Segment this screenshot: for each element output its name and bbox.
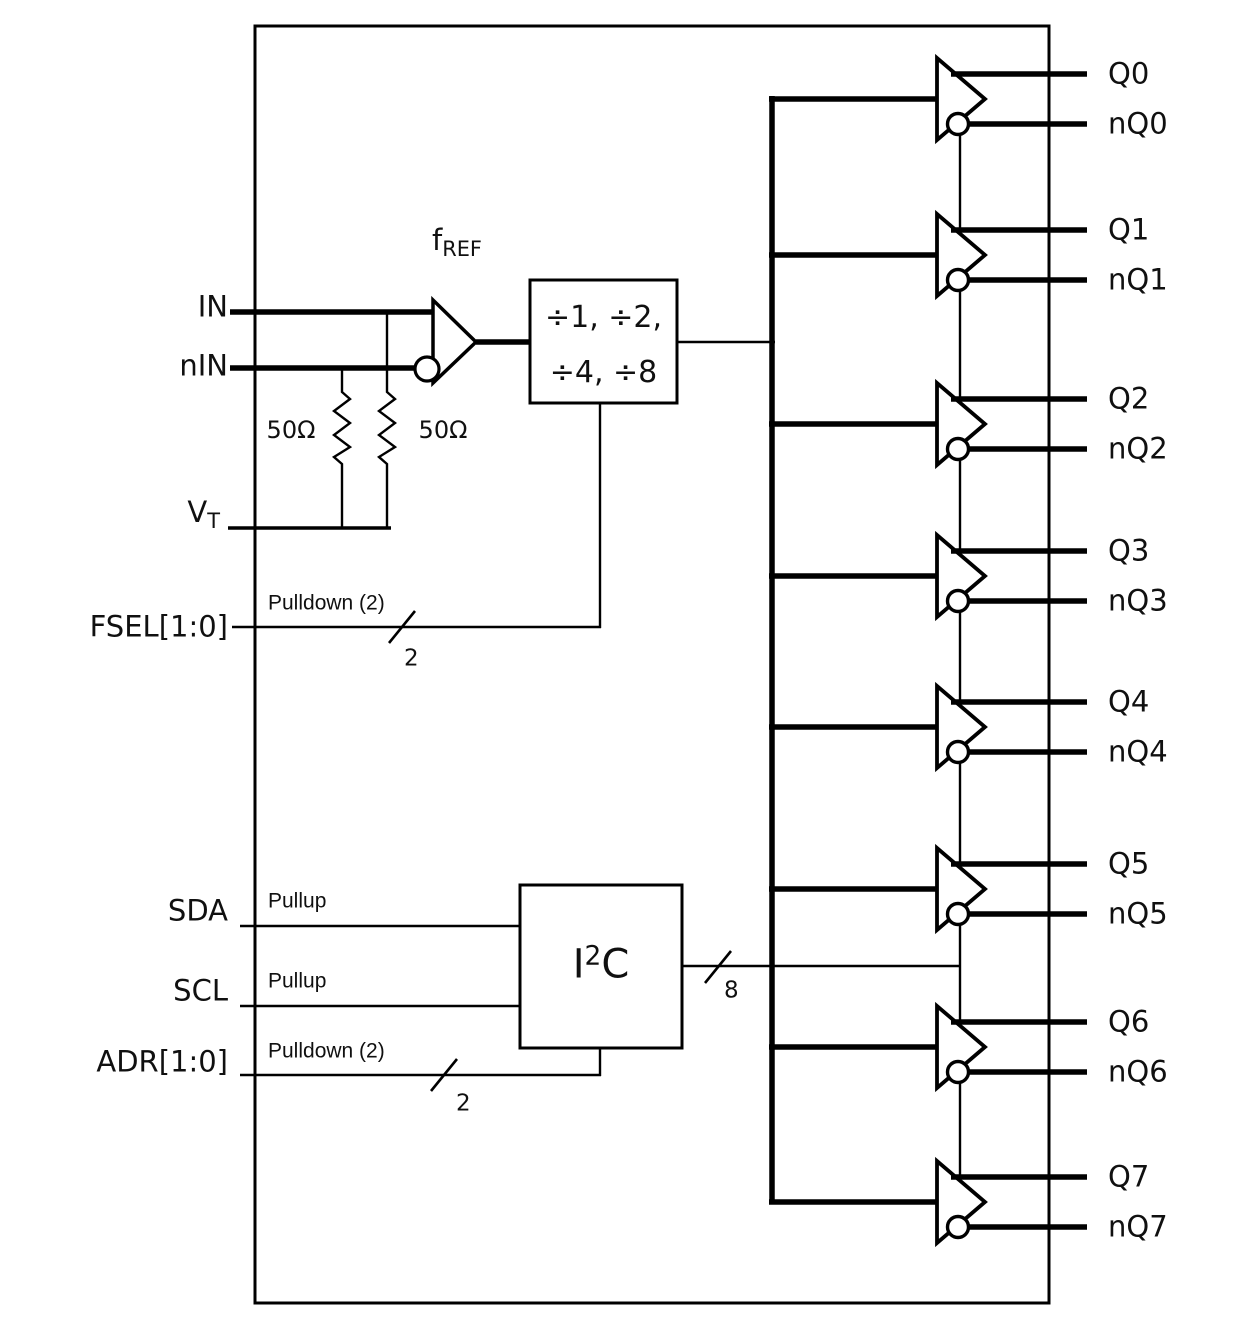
vt-sub: T [207,509,220,534]
divider-box [528,278,679,405]
input-buffer-triangle [431,295,479,388]
output-label-q7: Q7 [1108,1159,1150,1194]
output-label-nq0: nQ0 [1108,106,1168,141]
output-label-q6: Q6 [1108,1004,1150,1039]
output-label-nq3: nQ3 [1108,583,1168,618]
chip-outline [253,24,1051,1305]
fref-base: f [432,222,443,257]
output-buffer-bubble-1 [945,267,971,293]
in-pin-label: IN [197,289,228,324]
resistor-right [376,312,398,528]
scl-pullup-label: Pullup [268,969,327,993]
output-label-q1: Q1 [1108,212,1150,247]
output-buffer-bubble-0 [945,111,971,137]
fsel-bus-width: 2 [404,645,419,672]
output-label-nq6: nQ6 [1108,1054,1168,1089]
resistor-left [331,368,353,528]
i2c-block-label: I2C [520,940,682,985]
i2c-sup: 2 [584,940,602,972]
nin-pin-label: nIN [179,348,228,383]
vt-pin-label: VT [0,494,220,534]
fref-label: fREF [432,222,482,262]
adr-slash-icon [429,1058,459,1092]
output-label-q5: Q5 [1108,846,1150,881]
sda-pullup-label: Pullup [268,889,327,913]
divider-text-line2: ÷4, ÷8 [549,355,658,390]
fref-sub: REF [442,237,482,262]
i2c-slash-icon [703,950,733,984]
fsel-pin-label: FSEL[1:0] [89,609,228,644]
divider-text-line1: ÷1, ÷2, [544,300,663,335]
fsel-slash-icon [387,610,417,644]
scl-pin-label: SCL [173,973,228,1008]
input-buffer-bubble [413,355,441,383]
i2c-base: I [572,941,585,988]
output-label-q0: Q0 [1108,56,1150,91]
output-label-q2: Q2 [1108,381,1150,416]
sda-pin-label: SDA [167,893,228,928]
output-label-nq7: nQ7 [1108,1209,1168,1244]
output-buffer-bubble-2 [945,436,971,462]
vt-base: V [187,494,208,529]
output-label-nq1: nQ1 [1108,262,1168,297]
output-label-q3: Q3 [1108,533,1150,568]
adr-bus-width: 2 [456,1090,471,1117]
output-buffer-bubble-5 [945,901,971,927]
fsel-pulldown-label: Pulldown (2) [268,591,385,615]
resistor-right-label: 50Ω [418,416,468,444]
output-buffer-bubble-6 [945,1059,971,1085]
i2c-rest: C [601,941,630,988]
resistor-left-label: 50Ω [266,416,316,444]
output-buffer-bubble-3 [945,588,971,614]
output-label-q4: Q4 [1108,684,1150,719]
output-label-nq4: nQ4 [1108,734,1168,769]
output-buffer-bubble-4 [945,739,971,765]
adr-pin-label: ADR[1:0] [96,1044,228,1079]
i2c-bus-width: 8 [724,977,739,1004]
adr-pulldown-label: Pulldown (2) [268,1039,385,1063]
output-buffer-bubble-7 [945,1214,971,1240]
output-label-nq2: nQ2 [1108,431,1168,466]
i2c-box [518,883,684,1050]
output-label-nq5: nQ5 [1108,896,1168,931]
